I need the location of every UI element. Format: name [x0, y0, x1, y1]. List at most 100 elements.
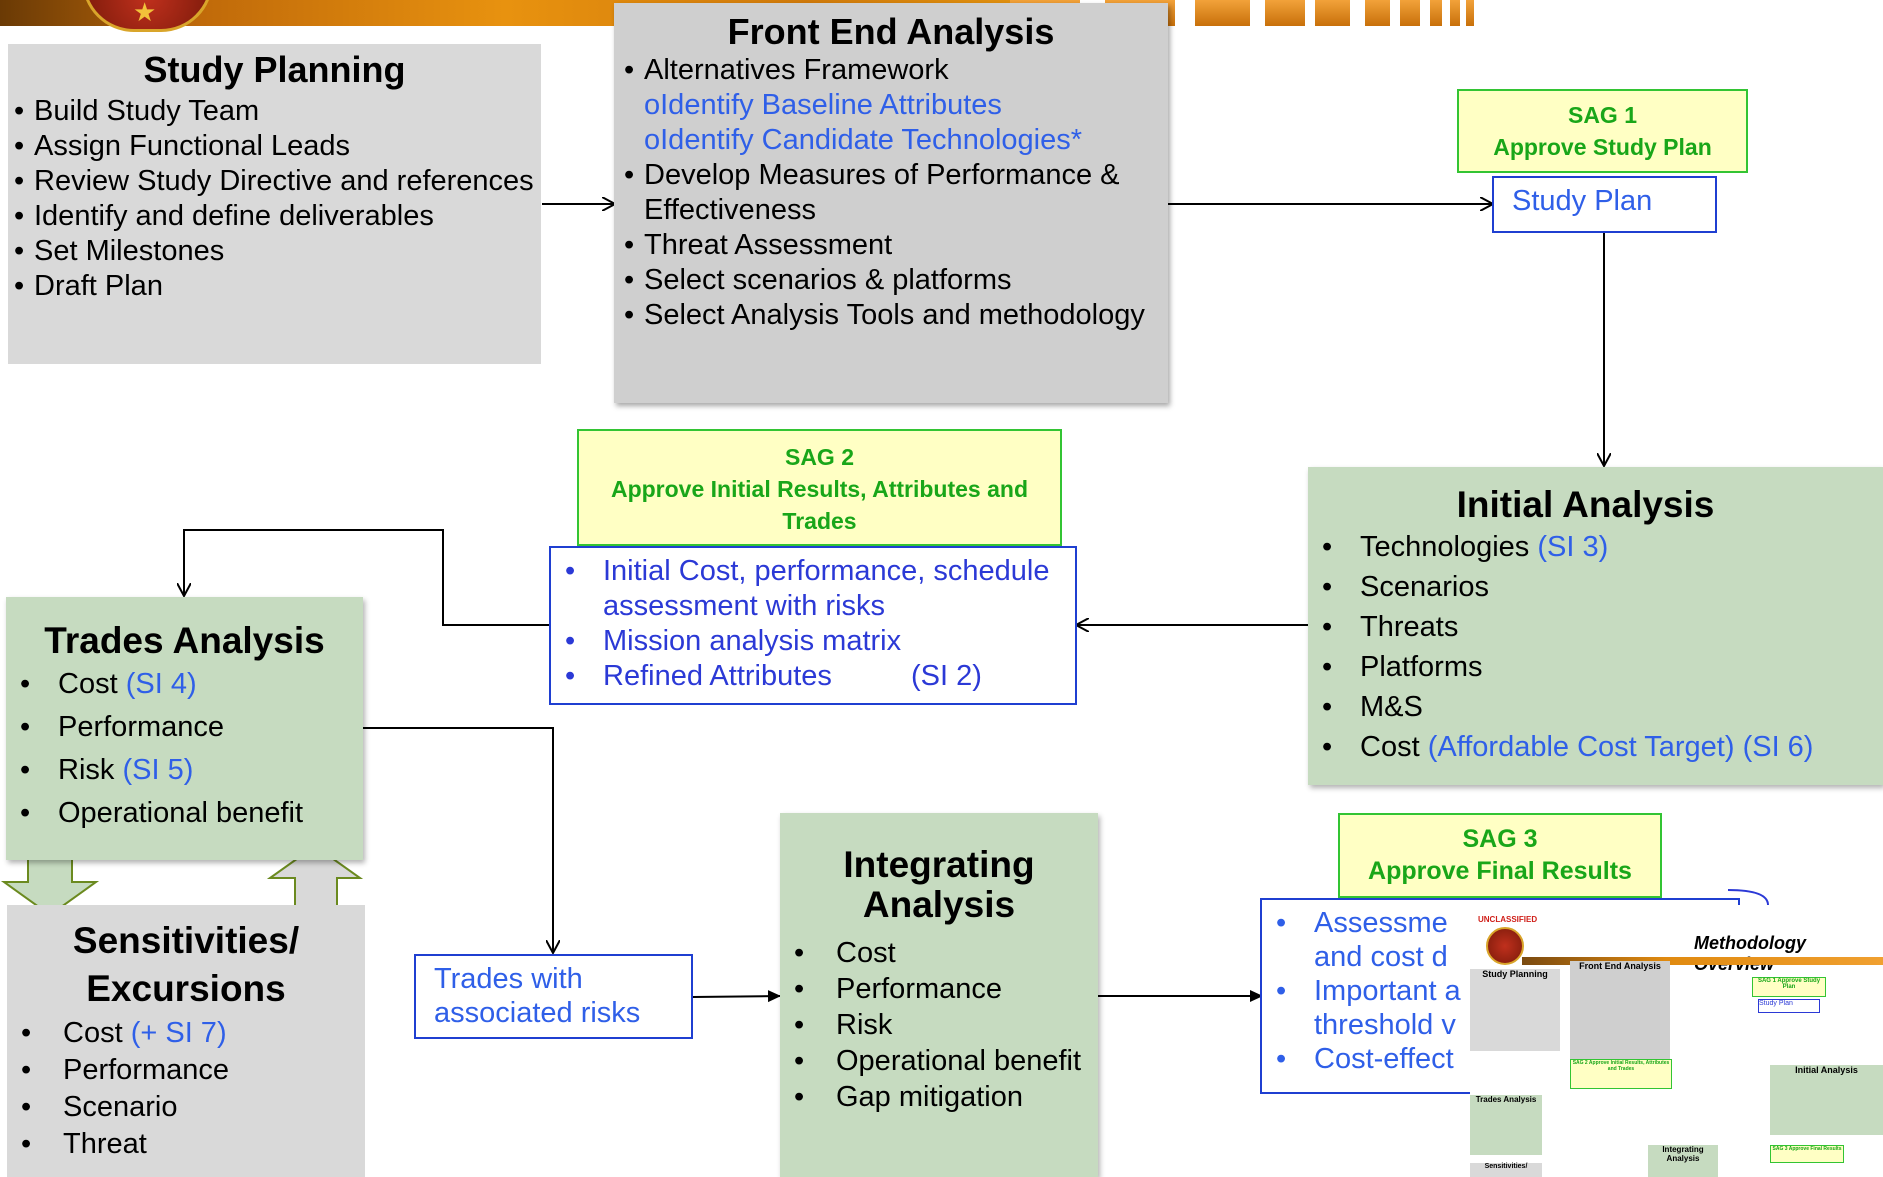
- item-text: M&S: [1360, 691, 1423, 723]
- thumbnail-sensitivities: Sensitivities/: [1470, 1163, 1542, 1177]
- list-item: Select scenarios & platforms: [618, 263, 1168, 298]
- thumbnail-study-planning-title: Study Planning: [1482, 969, 1548, 979]
- list-item: Cost: [780, 935, 1098, 971]
- list-item: Cost-effect: [1262, 1042, 1738, 1076]
- thumbnail-front-end-title: Front End Analysis: [1579, 961, 1661, 971]
- study-planning-title: Study Planning: [143, 49, 406, 90]
- integrating-analysis-box: Integrating Analysis Cost Performance Ri…: [780, 813, 1098, 1177]
- item-text: Cost: [1360, 731, 1420, 763]
- list-item: Platforms: [1308, 647, 1883, 687]
- list-item: Performance: [6, 706, 363, 749]
- thumbnail-sag1-label: SAG 1 Approve Study Plan: [1757, 978, 1821, 990]
- si-label: (+ SI 7): [130, 1017, 227, 1049]
- list-item: Draft Plan: [8, 269, 541, 304]
- list-item: Alternatives Framework oIdentify Baselin…: [618, 53, 1168, 158]
- sag1-label: SAG 1: [1567, 102, 1638, 128]
- sub-item: oIdentify Candidate Technologies*: [644, 124, 1083, 156]
- thumbnail-integrating-title: Integrating Analysis: [1662, 1145, 1704, 1163]
- thumbnail-front-end: Front End Analysis: [1570, 961, 1670, 1065]
- item-text: Assessme: [1314, 907, 1448, 939]
- list-item: Identify and define deliverables: [8, 199, 541, 234]
- study-planning-box: Study Planning Build Study Team Assign F…: [8, 44, 541, 364]
- item-text: Cost: [58, 668, 118, 700]
- thumbnail-band: [1522, 957, 1883, 965]
- trades-analysis-box: Trades Analysis Cost (SI 4) Performance …: [6, 597, 363, 860]
- list-item: Scenario: [7, 1089, 365, 1126]
- thumbnail-sag2-label: SAG 2 Approve Initial Results, Attribute…: [1572, 1060, 1670, 1072]
- list-item: Cost (SI 4): [6, 663, 363, 706]
- thumbnail-sag2: SAG 2 Approve Initial Results, Attribute…: [1570, 1059, 1672, 1089]
- list-item: Operational benefit: [780, 1043, 1098, 1079]
- sag3-label: SAG 3: [1462, 825, 1538, 853]
- initial-analysis-title: Initial Analysis: [1456, 484, 1715, 525]
- list-item: Select Analysis Tools and methodology: [618, 298, 1168, 333]
- sag2-label: SAG 2: [784, 444, 855, 470]
- item-text: Cost: [63, 1017, 123, 1049]
- list-item: Develop Measures of Performance & Effect…: [618, 158, 1168, 228]
- thumbnail-initial-analysis: Initial Analysis: [1770, 1065, 1883, 1135]
- integrating-title: Integrating Analysis: [843, 844, 1035, 925]
- list-item: Risk (SI 5): [6, 749, 363, 792]
- item-text: threshold v: [1314, 1009, 1456, 1041]
- thumbnail-study-plan-label: Study Plan: [1759, 1000, 1793, 1007]
- list-item: Cost (+ SI 7): [7, 1015, 365, 1052]
- list-item: Initial Cost, performance, schedule asse…: [551, 554, 1075, 624]
- item-text: Operational benefit: [58, 797, 304, 829]
- item-text: Alternatives Framework: [644, 54, 949, 86]
- thumbnail-trades-title: Trades Analysis: [1475, 1095, 1537, 1104]
- initial-analysis-box: Initial Analysis Technologies (SI 3) Sce…: [1308, 467, 1883, 785]
- list-item: Review Study Directive and references: [8, 164, 541, 199]
- si-label: (SI 5): [122, 754, 194, 786]
- sag2-results-box: Initial Cost, performance, schedule asse…: [549, 546, 1077, 705]
- list-item: Threats: [1308, 607, 1883, 647]
- sag2-box: SAG 2 Approve Initial Results, Attribute…: [577, 429, 1062, 546]
- thumbnail-integrating: Integrating Analysis: [1648, 1145, 1718, 1177]
- thumbnail-sag3-label: SAG 3 Approve Final Results: [1772, 1146, 1842, 1152]
- thumbnail-sensitivities-title: Sensitivities/: [1484, 1163, 1528, 1170]
- item-text: Performance: [58, 711, 225, 743]
- trades-risks-label: Trades with associated risks: [434, 963, 641, 1029]
- thumbnail-initial-analysis-title: Initial Analysis: [1795, 1065, 1858, 1075]
- item-text: Refined Attributes: [603, 660, 832, 692]
- item-text: and cost d: [1314, 941, 1448, 973]
- thumbnail-unclassified: UNCLASSIFIED: [1478, 915, 1538, 924]
- sensitivities-title: Sensitivities/ Excursions: [72, 920, 300, 1009]
- item-text: Risk: [58, 754, 115, 786]
- thumbnail-sag1: SAG 1 Approve Study Plan: [1752, 977, 1826, 997]
- thumbnail-overlay: UNCLASSIFIED Methodology Overview Study …: [1470, 905, 1883, 1177]
- item-text: Threats: [1360, 611, 1459, 643]
- item-text: Important a: [1314, 975, 1461, 1007]
- list-item: Scenarios: [1308, 567, 1883, 607]
- thumbnail-study-plan: Study Plan: [1758, 999, 1820, 1013]
- thumbnail-emblem: [1486, 927, 1524, 965]
- sag3-caption: Approve Final Results: [1368, 857, 1632, 885]
- list-item: Threat: [7, 1126, 365, 1163]
- si-2-label: (SI 2): [911, 660, 982, 692]
- list-item: Threat Assessment: [618, 228, 1168, 263]
- item-text: Platforms: [1360, 651, 1483, 683]
- front-end-analysis-box: Front End Analysis Alternatives Framewor…: [614, 3, 1168, 403]
- list-item: Refined Attributes: [551, 659, 1075, 694]
- list-item: Technologies (SI 3): [1308, 527, 1883, 567]
- list-item: Operational benefit: [6, 792, 363, 835]
- sag1-box: SAG 1 Approve Study Plan: [1457, 89, 1748, 173]
- sub-item: oIdentify Baseline Attributes: [644, 89, 1002, 121]
- list-item: Risk: [780, 1007, 1098, 1043]
- si-label: (SI 3): [1537, 531, 1609, 563]
- item-text: Scenario: [63, 1091, 178, 1123]
- item-text: Scenarios: [1360, 571, 1489, 603]
- list-item: Mission analysis matrix: [551, 624, 1075, 659]
- thumbnail-sag3: SAG 3 Approve Final Results: [1770, 1145, 1844, 1163]
- sensitivities-box: Sensitivities/ Excursions Cost (+ SI 7) …: [7, 905, 365, 1177]
- study-plan-label: Study Plan: [1512, 185, 1653, 217]
- list-item: Assign Functional Leads: [8, 129, 541, 164]
- list-item: Cost (Affordable Cost Target) (SI 6): [1308, 727, 1883, 767]
- thumbnail-trades: Trades Analysis: [1470, 1095, 1542, 1155]
- sag3-box: SAG 3 Approve Final Results: [1338, 813, 1662, 898]
- front-end-title: Front End Analysis: [727, 11, 1055, 52]
- list-item: Gap mitigation: [780, 1079, 1098, 1115]
- list-item: Performance: [780, 971, 1098, 1007]
